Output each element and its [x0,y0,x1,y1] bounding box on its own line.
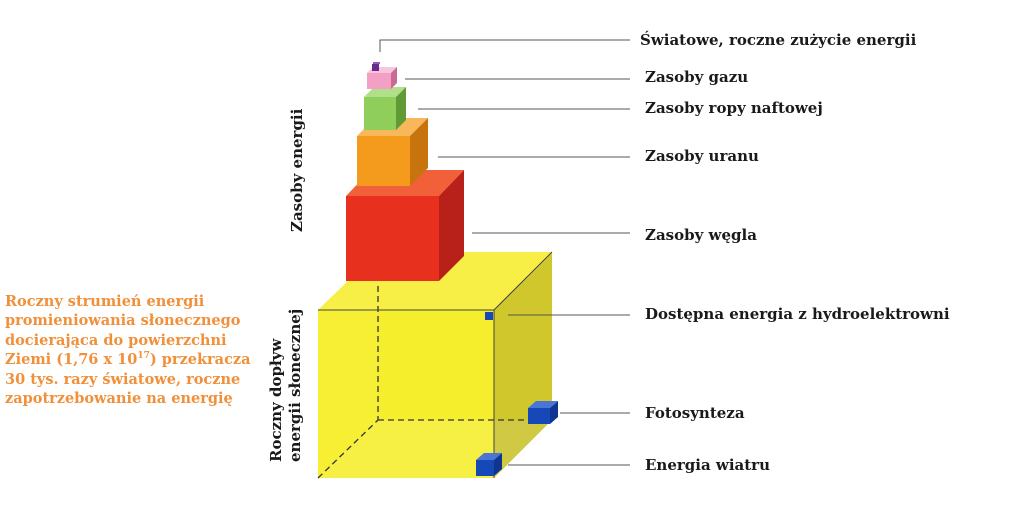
solar-cube-edge-top-right [493,251,553,311]
solar-flux-note: Roczny strumień energii promieniowania s… [5,292,255,408]
oil-cube-top [364,87,406,97]
leader-world-consumption [379,39,630,52]
uranium-cube-front [357,136,410,186]
consumption-cube-top [373,62,380,64]
label-gas: Zasoby gazu [645,68,748,86]
gas-cube-side [391,67,397,89]
coal-cube-front [346,196,439,281]
consumption-cube-body [372,64,379,71]
wind-energy-cube [476,453,502,476]
photosynthesis-cube [528,401,558,424]
label-photosynthesis: Fotosynteza [645,404,745,422]
label-uranium: Zasoby uranu [645,147,759,165]
label-coal: Zasoby węgla [645,226,757,244]
gas-cube [367,67,397,89]
hydro-energy-cube [485,312,493,320]
note-exponent: 17 [137,351,150,362]
oil-cube [364,87,406,130]
gas-cube-front [367,73,391,89]
uranium-cube [357,118,428,186]
label-world-consumption: Światowe, roczne zużycie energii [640,31,917,49]
note-text-after-exponent: ) przekracza 30 tys. razy światowe, rocz… [5,351,251,408]
oil-cube-side [396,87,406,130]
solar-energy-cube [317,251,553,479]
label-solar-inflow-line1: Roczny dopływ [267,338,285,462]
oil-cube-front [364,97,396,130]
solar-cube-hidden-edge-diagonal [317,419,379,479]
label-solar-inflow-line2: energii słonecznej [286,309,304,462]
wind-cube-front [476,460,494,476]
world-consumption-cube [372,62,380,71]
label-hydro: Dostępna energia z hydroelektrowni [645,305,950,323]
photosynthesis-cube-front [528,408,550,424]
label-oil: Zasoby ropy naftowej [645,99,823,117]
photosynthesis-cube-top [528,401,558,408]
hydro-cube-body [485,312,493,320]
wind-cube-side [494,453,502,476]
label-wind: Energia wiatru [645,456,770,474]
uranium-cube-side [410,118,428,186]
solar-cube-front-face [318,310,494,478]
coal-cube-side [439,170,464,281]
photosynthesis-cube-side [550,401,558,424]
wind-cube-top [476,453,502,460]
note-text-before-exponent: Roczny strumień energii promieniowania s… [5,293,241,369]
coal-cube [346,170,464,281]
label-energy-resources-vertical: Zasoby energii [288,108,306,232]
